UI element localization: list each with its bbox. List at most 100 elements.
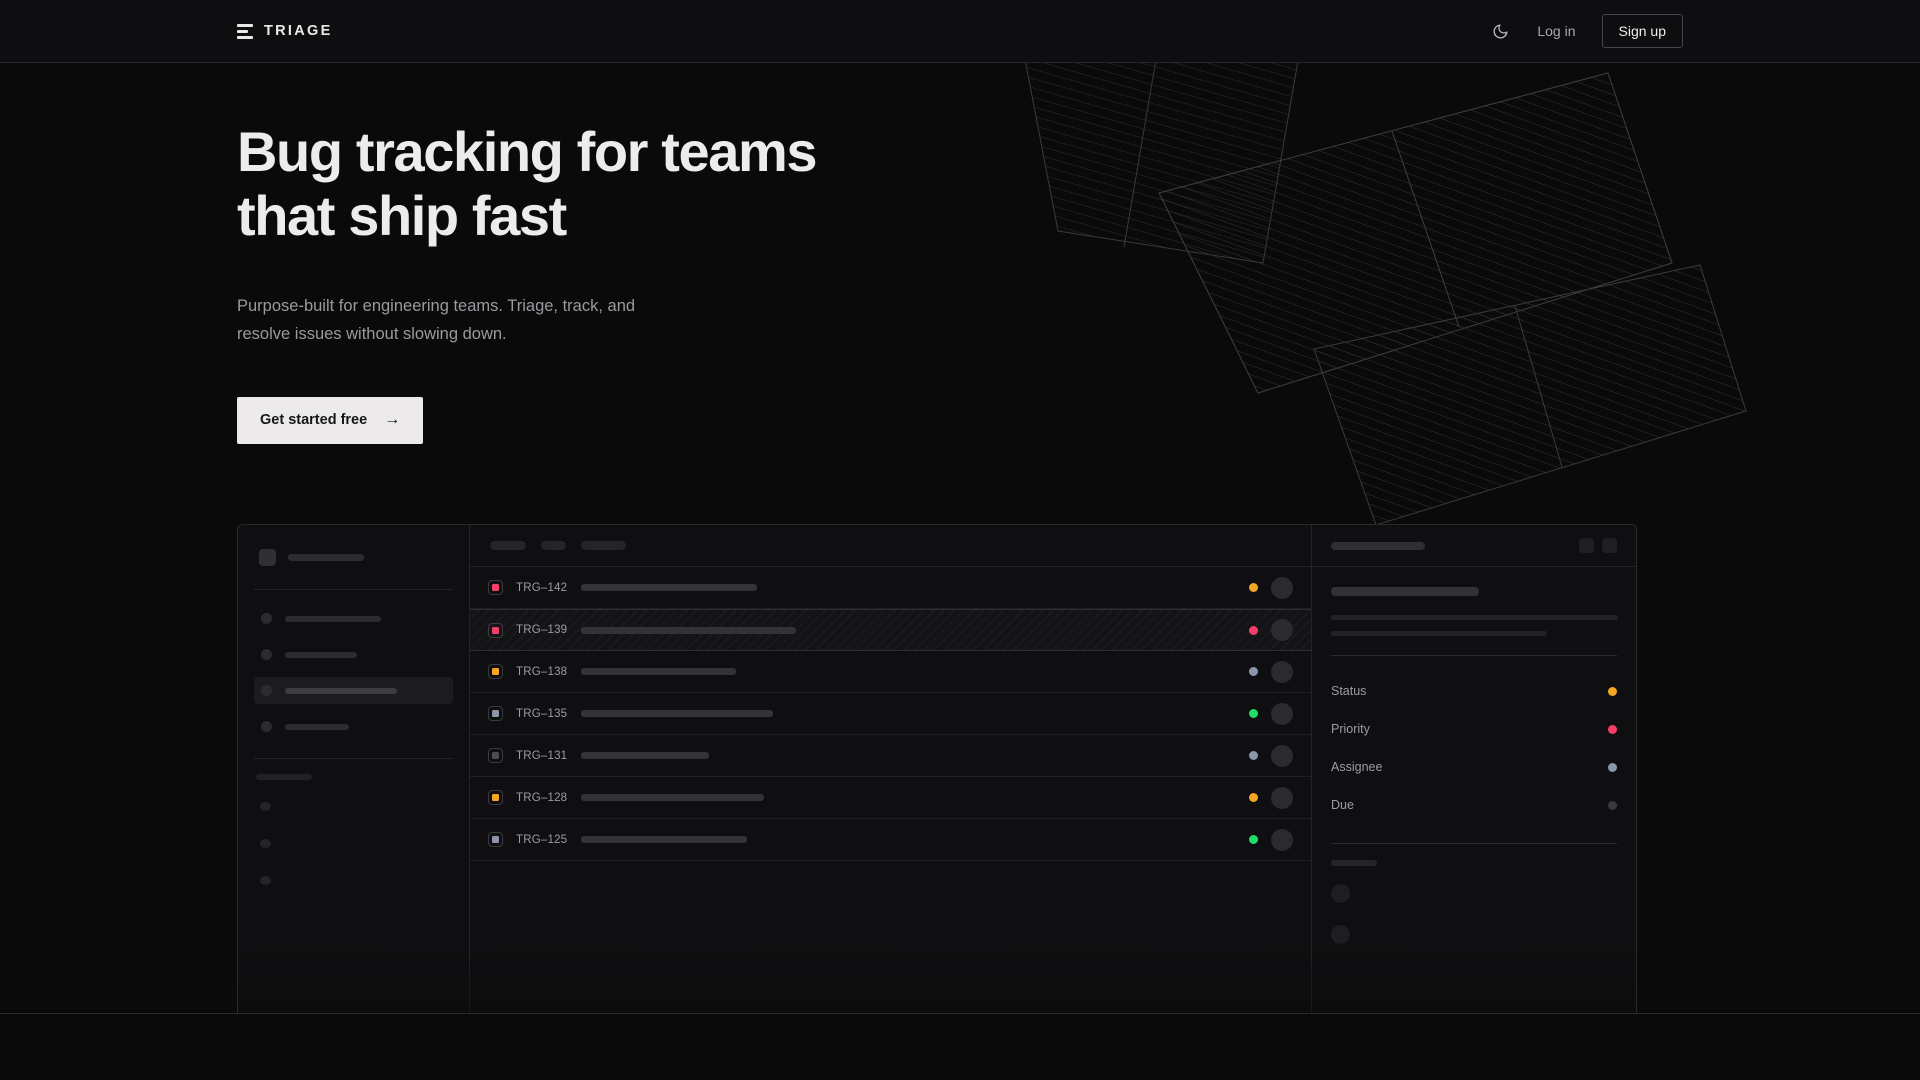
issue-id: TRG–131: [516, 749, 568, 762]
issue-title-skeleton: [581, 710, 773, 717]
avatar[interactable]: [1271, 744, 1293, 767]
sidebar-item-4[interactable]: [254, 713, 453, 740]
filter-chip-2[interactable]: [541, 541, 566, 550]
triage-bars-icon: [237, 23, 253, 39]
issue-id: TRG–142: [516, 581, 568, 594]
arrow-right-icon: →: [384, 411, 401, 429]
avatar[interactable]: [1271, 786, 1293, 809]
get-started-label: Get started free: [260, 412, 368, 429]
table-row[interactable]: TRG–125: [470, 819, 1311, 861]
sidebar-item-2[interactable]: [254, 641, 453, 668]
detail-field-value-dot: [1608, 724, 1617, 734]
table-row[interactable]: TRG–139: [470, 609, 1311, 651]
detail-field-status[interactable]: Status: [1331, 672, 1617, 710]
brand-name: TRIAGE: [264, 23, 333, 39]
table-row[interactable]: TRG–138: [470, 651, 1311, 693]
issue-title-skeleton: [581, 668, 736, 675]
sidebar-divider-2: [254, 758, 453, 759]
issue-id: TRG–128: [516, 791, 568, 804]
detail-description-skeleton: [1331, 615, 1618, 636]
priority-icon: [488, 832, 503, 847]
page-title: Bug tracking for teams that ship fast: [237, 120, 818, 248]
detail-comments-label-skeleton: [1331, 860, 1377, 866]
issue-list-filter-bar: [470, 525, 1311, 567]
status-badge: [1249, 751, 1258, 760]
table-row[interactable]: TRG–128: [470, 777, 1311, 819]
get-started-button[interactable]: Get started free →: [237, 396, 424, 444]
sidebar-item-3[interactable]: [254, 677, 453, 704]
issue-id: TRG–125: [516, 833, 568, 846]
table-row[interactable]: TRG–135: [470, 693, 1311, 735]
sidebar-project-item-1[interactable]: [254, 798, 453, 815]
detail-divider-2: [1331, 843, 1617, 844]
sidebar-item-icon: [261, 613, 272, 624]
avatar[interactable]: [1271, 660, 1293, 683]
issue-id: TRG–139: [516, 624, 568, 636]
avatar[interactable]: [1271, 619, 1293, 641]
login-link[interactable]: Log in: [1537, 23, 1576, 39]
sidebar-item-1[interactable]: [254, 605, 453, 632]
hero-content: Bug tracking for teams that ship fast Pu…: [237, 120, 818, 444]
detail-panel-header: [1312, 525, 1636, 567]
filter-chip-3[interactable]: [581, 541, 626, 550]
workspace-name-skeleton: [288, 554, 364, 561]
status-badge: [1249, 709, 1258, 718]
sidebar-section-label-skeleton: [256, 774, 312, 780]
issue-title-skeleton: [581, 752, 709, 759]
status-badge: [1249, 625, 1258, 635]
detail-title-skeleton: [1331, 587, 1479, 596]
priority-icon: [488, 622, 503, 638]
sidebar-item-icon: [261, 721, 272, 732]
detail-breadcrumb-skeleton: [1331, 541, 1425, 550]
project-dot-icon: [260, 802, 271, 811]
comment-avatar-2: [1331, 925, 1350, 944]
sidebar-item-icon: [261, 649, 272, 660]
detail-field-assignee[interactable]: Assignee: [1331, 748, 1617, 786]
issue-id: TRG–135: [516, 707, 568, 720]
priority-icon: [488, 748, 503, 763]
footer-area: [0, 1014, 1920, 1080]
avatar[interactable]: [1271, 828, 1293, 851]
status-badge: [1249, 667, 1258, 676]
signup-button[interactable]: Sign up: [1601, 14, 1683, 48]
sidebar-project-item-3[interactable]: [254, 872, 453, 889]
filter-chip-1[interactable]: [490, 541, 526, 550]
table-row[interactable]: TRG–131: [470, 735, 1311, 777]
table-row[interactable]: TRG–142: [470, 567, 1311, 609]
detail-action-button-1[interactable]: [1579, 538, 1594, 553]
detail-field-value-dot: [1608, 686, 1617, 696]
brand-logo[interactable]: TRIAGE: [237, 23, 333, 39]
detail-field-value-dot: [1608, 800, 1617, 810]
workspace-avatar-icon: [259, 549, 276, 566]
avatar[interactable]: [1271, 702, 1293, 725]
issue-title-skeleton: [581, 794, 764, 801]
sidebar-item-label-skeleton: [285, 615, 381, 622]
issue-title-skeleton: [581, 836, 747, 843]
sidebar-workspace-switcher[interactable]: [254, 543, 453, 571]
priority-icon: [488, 706, 503, 721]
priority-icon: [488, 580, 503, 595]
sidebar-item-label-skeleton: [285, 651, 357, 658]
sidebar-divider: [254, 589, 453, 590]
sidebar-project-item-2[interactable]: [254, 835, 453, 852]
moon-icon[interactable]: [1489, 20, 1511, 42]
detail-action-button-2[interactable]: [1602, 538, 1617, 553]
mockup-sidebar: [238, 525, 470, 1013]
sidebar-project-list: [254, 798, 453, 889]
hero-section: Bug tracking for teams that ship fast Pu…: [0, 63, 1920, 1013]
detail-field-value-dot: [1608, 762, 1617, 772]
detail-field-due[interactable]: Due: [1331, 786, 1617, 824]
status-badge: [1249, 583, 1258, 592]
top-navigation-bar: TRIAGE Log in Sign up: [0, 0, 1920, 63]
issue-id: TRG–138: [516, 665, 568, 678]
sidebar-item-icon: [261, 685, 272, 696]
detail-divider: [1331, 655, 1617, 656]
avatar[interactable]: [1271, 576, 1293, 599]
status-badge: [1249, 793, 1258, 802]
detail-field-priority[interactable]: Priority: [1331, 710, 1617, 748]
